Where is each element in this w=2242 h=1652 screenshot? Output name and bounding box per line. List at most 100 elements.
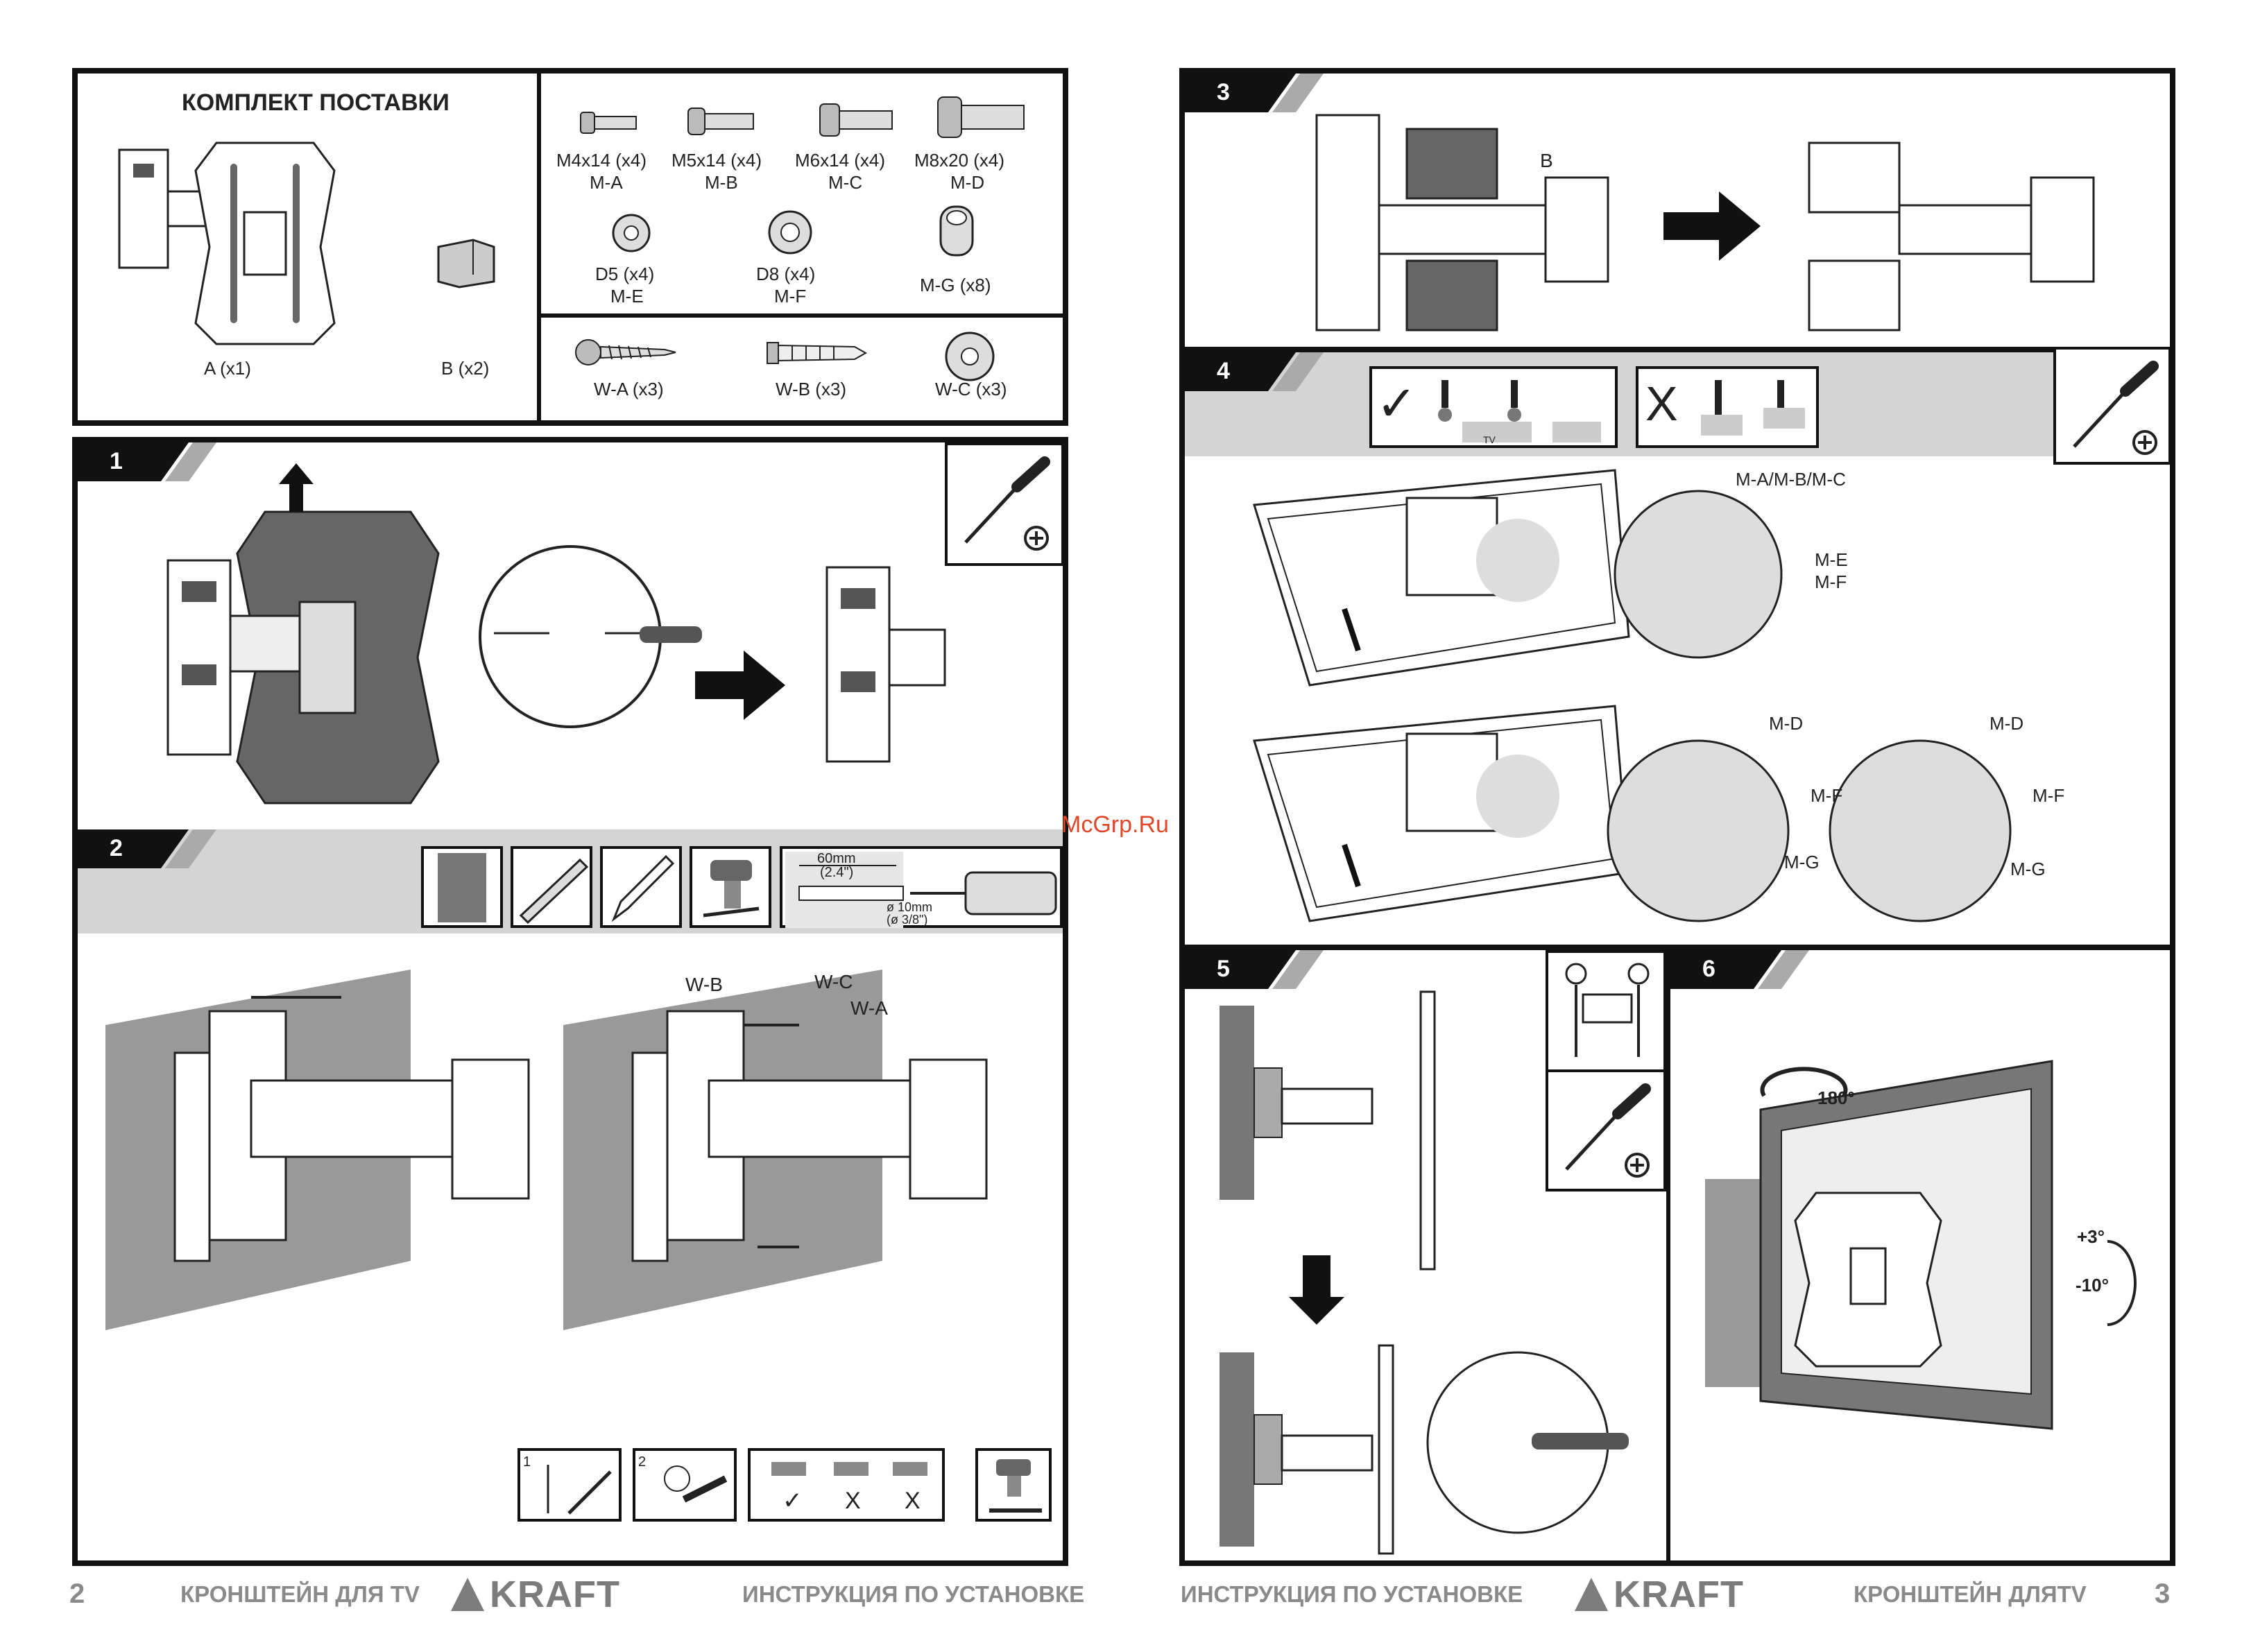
drill-bit-box: [975, 1448, 1052, 1522]
footer-left-brand-text: KRAFT: [490, 1574, 620, 1615]
watermark: McGrp.Ru: [1061, 811, 1169, 838]
label-m-g-2: M-G: [2010, 859, 2046, 879]
label-w-b: W-B: [685, 974, 723, 995]
screwdriver-icon: [1565, 1083, 1651, 1178]
kit-divider-vertical: [537, 74, 541, 420]
footer-right-subtitle: ИНСТРУКЦИЯ ПО УСТАНОВКЕ: [1181, 1581, 1523, 1607]
screw-m-a-size: M4x14 (x4): [556, 150, 647, 171]
spacer-m-g-icon: [939, 205, 974, 257]
step-4-attach-plate-illustration: [1253, 469, 2012, 922]
level-check-box: ✓ X X: [748, 1448, 945, 1522]
screw-length-correct-box: ✓ TV: [1369, 366, 1618, 448]
label-w-a: W-A: [850, 997, 888, 1019]
step-1-number: 1: [110, 448, 123, 474]
step-2-badge: [78, 829, 216, 868]
tilt-up-label: +3°: [2077, 1226, 2105, 1247]
wall-part-w-a-label: W-A (x3): [594, 379, 664, 399]
footer-right-title: КРОНШТЕЙН ДЛЯTV: [1854, 1581, 2087, 1607]
footer-left-page-number: 2: [69, 1578, 85, 1609]
drill-depth-diagram: [785, 852, 1057, 928]
step-1-tool-box: [945, 442, 1064, 566]
wrong-length-mark: X: [1645, 377, 1678, 431]
step-2-mark-wall-illustration: [105, 970, 988, 1330]
anchor-w-b-icon: [767, 342, 868, 364]
tv-label-1: TV: [1483, 434, 1496, 445]
pencil-mark-icon: [547, 1465, 612, 1515]
step-1-2-panel: 1 2: [72, 437, 1068, 1566]
step-5-number: 5: [1217, 956, 1230, 982]
kit-item-b-label: B (x2): [441, 358, 490, 379]
tool-level-box: [511, 846, 592, 928]
footer-right-page-number: 3: [2155, 1578, 2171, 1609]
washer-m-e-icon: [612, 214, 651, 252]
label-w-c: W-C: [814, 971, 853, 992]
wood-screw-w-a-icon: [575, 339, 676, 365]
label-m-f-2: M-F: [1811, 785, 1843, 806]
drill-depth-in: (2.4"): [820, 865, 854, 880]
tool-drill-box: [690, 846, 771, 928]
wall-part-w-c-label: W-C (x3): [935, 379, 1007, 399]
spacer-b-label: B: [1540, 150, 1553, 171]
bracket-a-illustration: [118, 141, 336, 345]
step-1-remove-plate-illustration: [166, 463, 946, 805]
tool-pencil-box: [600, 846, 682, 928]
kraft-logo-icon: [451, 1578, 484, 1611]
level-bubbles-icon: [771, 1462, 927, 1476]
screwdriver-icon: [2073, 361, 2159, 455]
kit-title: КОМПЛЕКТ ПОСТАВКИ: [182, 89, 450, 116]
washer-m-f-code: M-F: [774, 286, 807, 307]
correct-screw-stack-icon: [1438, 380, 1601, 442]
step-5-hang-tv-illustration: [1220, 990, 1629, 1555]
screw-length-wrong-box: X: [1636, 366, 1819, 448]
kraft-logo-icon: [1575, 1578, 1608, 1611]
drill-and-bit-icon: [989, 1459, 1042, 1513]
footer-right-brand-text: KRAFT: [1614, 1574, 1744, 1615]
kit-item-a-label: A (x1): [204, 358, 251, 379]
two-persons-icon: [1565, 963, 1650, 1057]
part-b-illustration: [437, 239, 495, 289]
washer-w-c-icon: [945, 332, 995, 381]
mark-step-1-number: 1: [523, 1454, 531, 1470]
screw-m-b-icon: [687, 107, 754, 135]
wall-icon: [438, 853, 486, 922]
step-5-6-divider: [1666, 950, 1670, 1560]
level-icon: [519, 858, 589, 924]
kit-panel: КОМПЛЕКТ ПОСТАВКИ A (x1) B (x2) M4x14 (x…: [72, 68, 1068, 426]
mark-step-1-box: 1: [517, 1448, 622, 1522]
screw-m-d-code: M-D: [950, 172, 985, 193]
kit-divider-horizontal: [537, 313, 1064, 318]
step-4-number: 4: [1217, 358, 1230, 384]
drill-diameter-in: (ø 3/8"): [887, 913, 928, 927]
screw-m-c-icon: [819, 103, 893, 137]
tilt-down-label: -10°: [2076, 1275, 2109, 1296]
step-4-panel: 4 ✓ TV X: [1179, 347, 2175, 950]
step-5-badge: [1185, 950, 1324, 989]
washer-m-f-icon: [768, 210, 812, 255]
label-m-abc: M-A/M-B/M-C: [1736, 469, 1846, 490]
screwdriver-icon: [964, 456, 1050, 551]
washer-m-e-size: D5 (x4): [595, 264, 655, 284]
step-4-tool-box: [2053, 347, 2171, 465]
label-m-e: M-E: [1815, 549, 1848, 570]
mark-step-2-number: 2: [638, 1454, 647, 1470]
level-wrong-mark-1: X: [845, 1488, 861, 1514]
label-m-g-1: M-G: [1784, 852, 1820, 872]
label-m-d-1: M-D: [1769, 713, 1804, 734]
step-6-number: 6: [1702, 956, 1715, 982]
spacer-m-g-size: M-G (x8): [920, 275, 991, 295]
screw-m-d-icon: [937, 96, 1025, 138]
step-1-badge: [78, 442, 216, 481]
footer-right-brand: KRAFT: [1575, 1573, 1744, 1616]
level-correct-mark: ✓: [782, 1488, 803, 1514]
step-3-panel: 3 B: [1179, 68, 2175, 352]
step-5-tool-box: [1546, 1069, 1666, 1191]
level-wrong-mark-2: X: [905, 1488, 921, 1514]
screw-m-a-icon: [580, 112, 637, 134]
step-3-number: 3: [1217, 79, 1230, 105]
correct-length-mark: ✓: [1376, 377, 1417, 431]
label-m-f-3: M-F: [2033, 785, 2065, 806]
washer-m-e-code: M-E: [610, 286, 644, 307]
screw-m-c-size: M6x14 (x4): [795, 150, 886, 171]
drill-depth-mm: 60mm: [817, 851, 856, 866]
step-6-rotate-tilt-illustration: [1705, 1060, 2137, 1430]
